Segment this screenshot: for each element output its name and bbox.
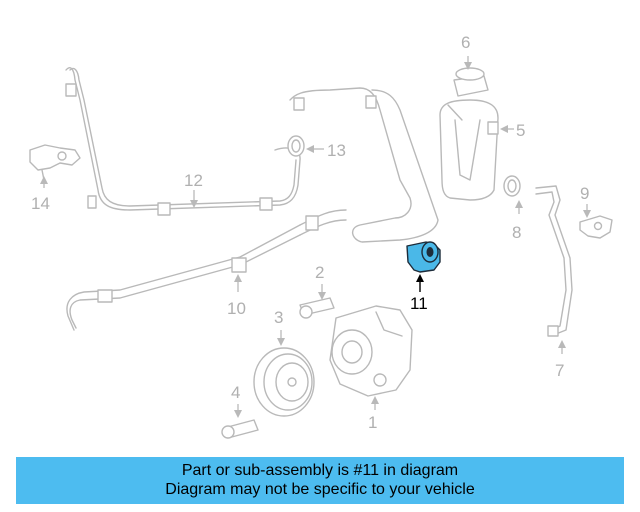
svg-text:13: 13 — [327, 141, 346, 160]
callout-2: 2 — [315, 263, 326, 300]
svg-text:14: 14 — [31, 194, 50, 213]
svg-text:3: 3 — [274, 308, 283, 327]
svg-text:5: 5 — [516, 121, 525, 140]
svg-text:10: 10 — [227, 299, 246, 318]
part-6-reservoir-cap — [453, 67, 489, 97]
banner-line-2: Diagram may not be specific to your vehi… — [165, 481, 475, 498]
part-2-bolt — [299, 297, 335, 319]
part-7-hose — [535, 185, 573, 337]
svg-text:4: 4 — [231, 383, 240, 402]
svg-text:8: 8 — [512, 223, 521, 242]
callout-9: 9 — [580, 184, 591, 218]
part-4-bolt — [221, 419, 259, 439]
callout-11: 11 — [410, 274, 428, 313]
callout-13: 13 — [306, 141, 346, 160]
part-10-pressure-line — [66, 87, 439, 331]
parts-diagram: 14 12 13 10 — [29, 33, 613, 439]
svg-text:12: 12 — [184, 171, 203, 190]
part-9-bracket — [579, 215, 613, 239]
part-3-pulley — [253, 347, 315, 417]
svg-text:1: 1 — [368, 413, 377, 432]
banner-line-1: Part or sub-assembly is #11 in diagram — [181, 462, 459, 479]
svg-text:7: 7 — [555, 361, 564, 380]
part-14-bracket — [29, 144, 81, 181]
callout-12: 12 — [184, 171, 203, 208]
part-8-clamp — [503, 175, 521, 197]
part-12-return-line — [65, 67, 301, 216]
part-11-bracket — [406, 241, 441, 273]
callout-3: 3 — [274, 308, 285, 346]
svg-text:6: 6 — [461, 33, 470, 52]
callout-5: 5 — [500, 121, 525, 140]
callout-6: 6 — [461, 33, 472, 70]
callout-8: 8 — [512, 200, 523, 242]
info-banner: Part or sub-assembly is #11 in diagram D… — [16, 457, 624, 504]
part-5-reservoir — [439, 99, 499, 201]
callout-7: 7 — [555, 340, 566, 380]
part-1-pump — [329, 305, 413, 397]
svg-text:11: 11 — [410, 294, 428, 313]
callout-1: 1 — [368, 396, 379, 432]
callout-14: 14 — [31, 176, 50, 213]
callout-4: 4 — [231, 383, 242, 418]
svg-text:9: 9 — [580, 184, 589, 203]
svg-text:2: 2 — [315, 263, 324, 282]
part-13-clamp — [287, 135, 305, 157]
callout-10: 10 — [227, 274, 246, 318]
